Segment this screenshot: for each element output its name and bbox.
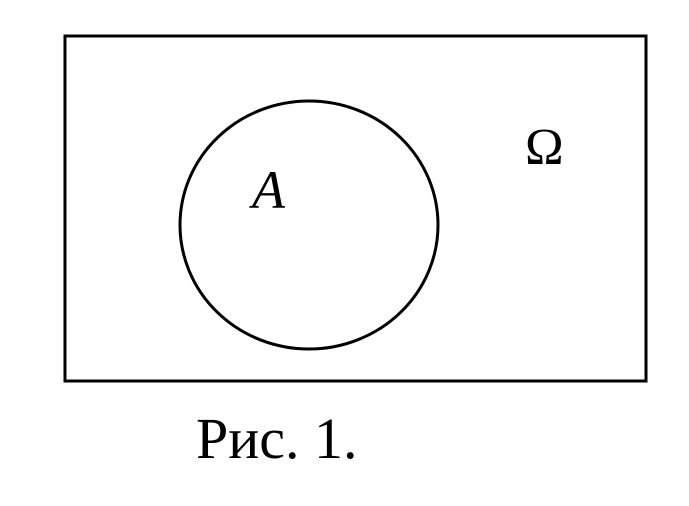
figure-caption: Рис. 1. — [196, 406, 358, 471]
set-a-label: A — [249, 160, 286, 220]
universe-label: Ω — [525, 119, 564, 176]
set-a-circle — [178, 99, 440, 351]
universe-rectangle — [63, 34, 648, 383]
